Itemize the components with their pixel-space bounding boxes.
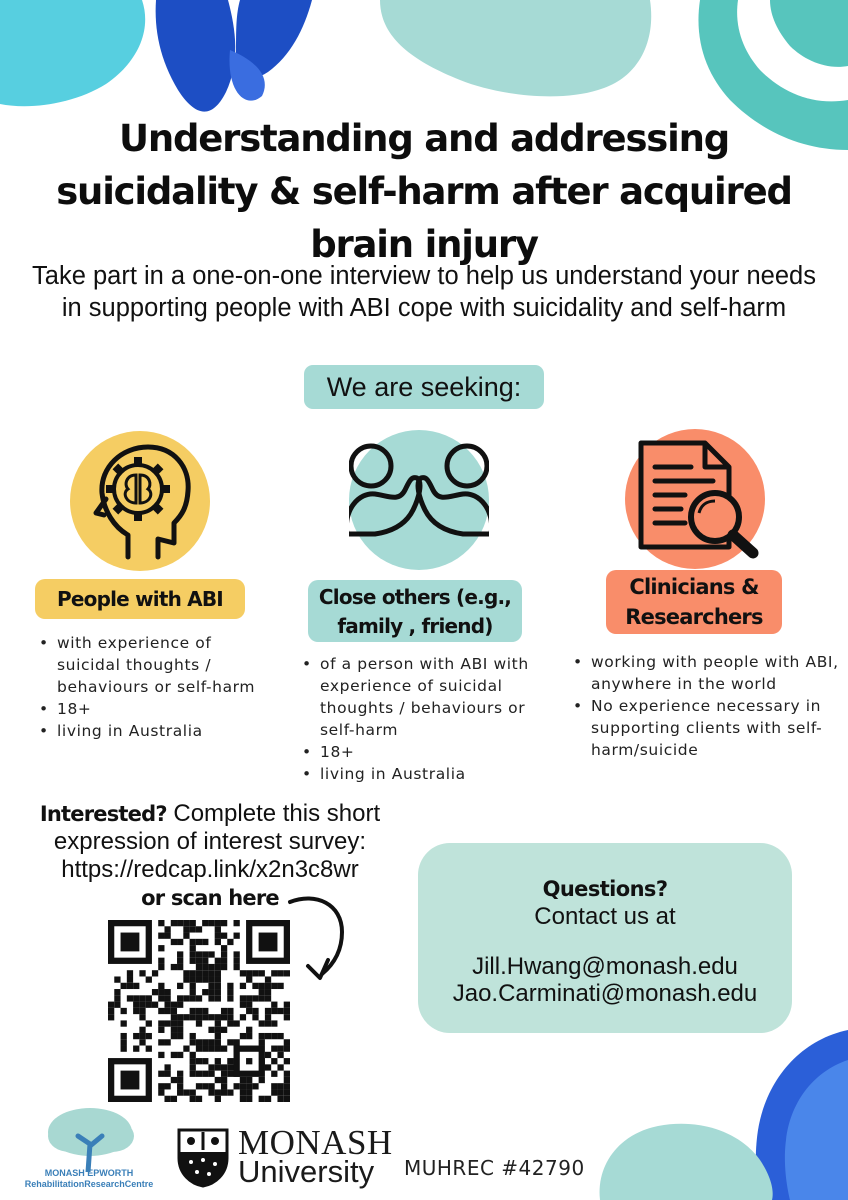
heading-clinicians-line-2: Researchers: [625, 605, 763, 629]
heading-close-others: Close others (e.g., family , friend): [308, 580, 522, 642]
heading-close-others-line-1: Close others (e.g.,: [318, 585, 512, 609]
email-jill[interactable]: Jill.Hwang@monash.edu: [472, 953, 738, 980]
seeking-label: We are seeking:: [304, 365, 544, 409]
navy-leaf-3: [229, 50, 265, 101]
heading-clinicians-line-1: Clinicians &: [629, 575, 759, 599]
interest-block: Interested? Complete this short expressi…: [0, 800, 420, 912]
interest-line-1: Complete this short: [173, 800, 381, 827]
list-item: No experience necessary in supporting cl…: [572, 695, 842, 761]
poster-title: Understanding and addressing suicidality…: [0, 112, 848, 271]
teal-cloud-top: [380, 0, 652, 97]
criteria-list-close-others: of a person with ABI with experience of …: [301, 653, 561, 785]
list-item: of a person with ABI with experience of …: [301, 653, 561, 741]
mep-line-1: MONASH EPWORTH: [44, 1168, 134, 1178]
ethics-number: MUHREC #42790: [404, 1156, 585, 1180]
interest-line-2: expression of interest survey:: [53, 828, 367, 855]
two-people-talking-icon: [349, 430, 489, 570]
title-line-2: suicidality & self-harm after acquired: [56, 170, 793, 213]
document-magnifier-icon: [625, 429, 765, 569]
title-line-1: Understanding and addressing: [118, 117, 730, 160]
interest-lead: Interested?: [39, 802, 168, 826]
criteria-list-clinicians: working with people with ABI, anywhere i…: [572, 651, 842, 761]
monash-wordmark: MONASH: [238, 1123, 393, 1162]
list-item: working with people with ABI, anywhere i…: [572, 651, 842, 695]
teal-blob-bottom: [599, 1123, 773, 1200]
questions-heading: Questions?: [542, 877, 668, 901]
monash-crest-icon: [177, 1128, 229, 1188]
mep-tree-logo-icon: [48, 1108, 134, 1172]
scan-here-label: or scan here: [141, 886, 279, 910]
mep-line-2: RehabilitationResearchCentre: [24, 1179, 154, 1189]
list-item: 18+: [38, 698, 268, 720]
heading-close-others-line-2: family , friend): [337, 614, 493, 638]
contact-line: Contact us at: [534, 903, 676, 930]
navy-leaf: [155, 0, 236, 112]
subtitle: Take part in a one-on-one interview to h…: [32, 262, 816, 322]
curved-arrow-icon: [288, 896, 345, 980]
head-with-gear-brain-icon: [70, 431, 210, 571]
heading-clinicians-researchers: Clinicians & Researchers: [606, 570, 782, 634]
cyan-blob-topleft: [0, 0, 146, 107]
survey-link[interactable]: https://redcap.link/x2n3c8wr: [61, 856, 359, 883]
criteria-list-people-with-abi: with experience of suicidal thoughts / b…: [38, 632, 268, 742]
title-line-3: brain injury: [310, 223, 539, 266]
email-jao[interactable]: Jao.Carminati@monash.edu: [452, 980, 758, 1007]
list-item: 18+: [301, 741, 561, 763]
heading-people-with-abi: People with ABI: [35, 579, 245, 619]
contact-box: Questions? Contact us at Jill.Hwang@mona…: [418, 843, 792, 1033]
qr-code[interactable]: [108, 920, 290, 1102]
mep-logo-text: MONASH EPWORTH RehabilitationResearchCen…: [24, 1168, 154, 1190]
list-item: living in Australia: [301, 763, 561, 785]
list-item: with experience of suicidal thoughts / b…: [38, 632, 268, 698]
navy-leaf-2: [236, 0, 312, 78]
university-wordmark: University: [238, 1154, 375, 1189]
list-item: living in Australia: [38, 720, 268, 742]
